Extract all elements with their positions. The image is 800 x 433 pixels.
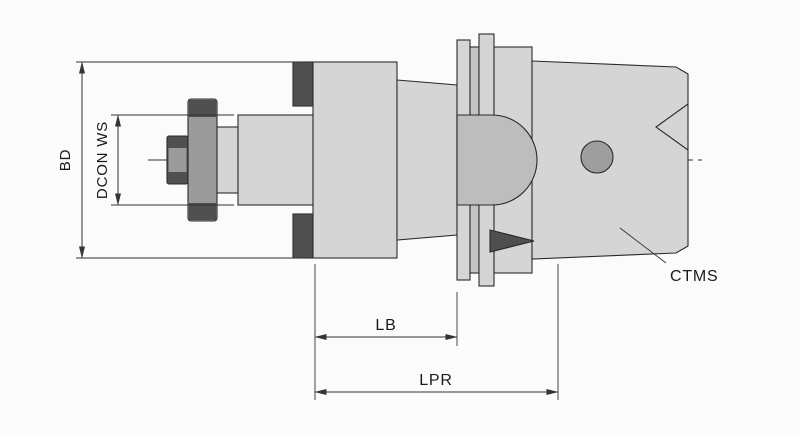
neck — [396, 79, 458, 241]
bd-label: BD — [57, 149, 74, 171]
dcon-ws-label: DCON WS — [94, 121, 111, 199]
ctms-callout: CTMS — [619, 227, 719, 285]
drive-key-bottom — [292, 213, 314, 259]
drive-key-top — [292, 61, 314, 107]
end-notch — [655, 103, 689, 151]
tool-holder-body — [166, 33, 689, 287]
coolant-wedge — [489, 229, 535, 253]
bore-section — [456, 114, 538, 206]
ctms-leader-line — [619, 227, 667, 264]
lpr-label: LPR — [419, 372, 453, 389]
ctms-label: CTMS — [670, 268, 719, 285]
flange — [312, 61, 398, 259]
arbor-screw-body — [168, 148, 187, 172]
dimension-bd: BD — [57, 61, 305, 259]
pilot-shaft — [216, 126, 239, 194]
clamp-nut-top-band — [189, 100, 216, 117]
clamp-nut — [187, 98, 218, 222]
dimension-lb: LB — [314, 264, 458, 400]
dimension-lpr: LPR — [314, 264, 559, 400]
pilot-spigot — [237, 114, 314, 206]
lb-label: LB — [375, 317, 396, 334]
clamp-nut-bottom-band — [189, 203, 216, 220]
dimension-dcon-ws: DCON WS — [94, 114, 234, 206]
side-hole — [580, 140, 614, 174]
